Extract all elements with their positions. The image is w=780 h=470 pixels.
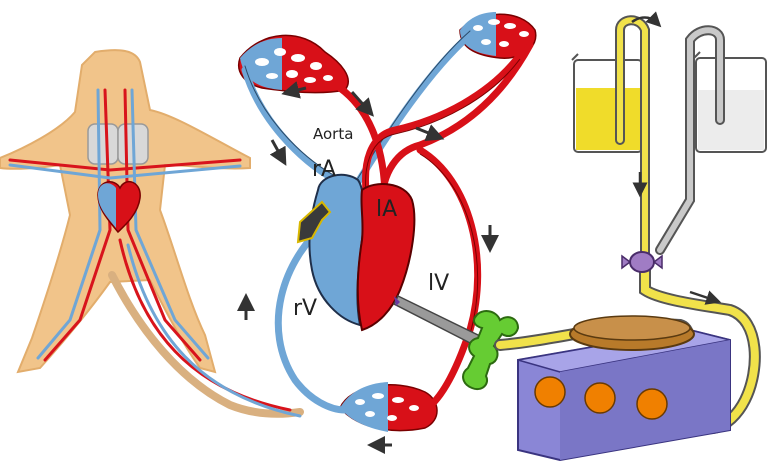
perfusion-needle xyxy=(392,295,481,348)
label-left-ventricle: lV xyxy=(428,271,450,296)
label-left-atrium: lA xyxy=(376,197,398,222)
label-right-ventricle: rV xyxy=(293,296,318,321)
mouse-vein xyxy=(126,243,302,418)
descending-aorta xyxy=(416,146,482,414)
pump-knob-icon xyxy=(534,376,566,408)
flow-arrow-icon xyxy=(269,139,287,166)
mouse-artery xyxy=(123,88,202,362)
flow-arrow-icon xyxy=(415,124,445,142)
label-aorta: Aorta xyxy=(313,125,354,143)
mouse-vein xyxy=(36,88,102,360)
pulmonary-artery xyxy=(241,66,339,184)
beaker-fixative xyxy=(571,53,643,153)
beaker-saline xyxy=(693,51,767,153)
circulation-diagram xyxy=(237,12,537,454)
mouse-artery xyxy=(43,88,112,362)
peristaltic-pump xyxy=(517,328,731,462)
mouse-body xyxy=(0,49,304,418)
flow-arrow-icon xyxy=(281,81,307,99)
pump-knob-icon xyxy=(636,388,668,420)
lung-left xyxy=(87,123,119,165)
heart-left-side xyxy=(356,183,416,332)
mouse-artery xyxy=(8,158,242,172)
vena-cava-lower xyxy=(274,216,349,414)
pump-knob-icon xyxy=(584,382,616,414)
mouse-tail xyxy=(108,271,304,418)
aorta-branch xyxy=(378,41,534,214)
collection-dish xyxy=(569,315,695,351)
mouse-vein xyxy=(8,163,242,180)
flow-arrow-icon xyxy=(689,290,722,305)
needle-inlet-arrow-icon xyxy=(296,200,332,244)
flow-arrow-icon xyxy=(631,11,662,28)
label-right-atrium: rA xyxy=(312,157,337,182)
stopcock-icon xyxy=(621,251,663,273)
mouse-artery xyxy=(118,238,292,412)
aorta-arch xyxy=(362,51,524,209)
clamp-icon xyxy=(462,310,520,390)
perfusion-apparatus xyxy=(494,11,767,462)
mouse-heart-right xyxy=(98,183,116,228)
flow-arrow-icon xyxy=(350,91,374,117)
mouse-vein xyxy=(130,88,210,360)
heart-right-side xyxy=(308,173,365,327)
